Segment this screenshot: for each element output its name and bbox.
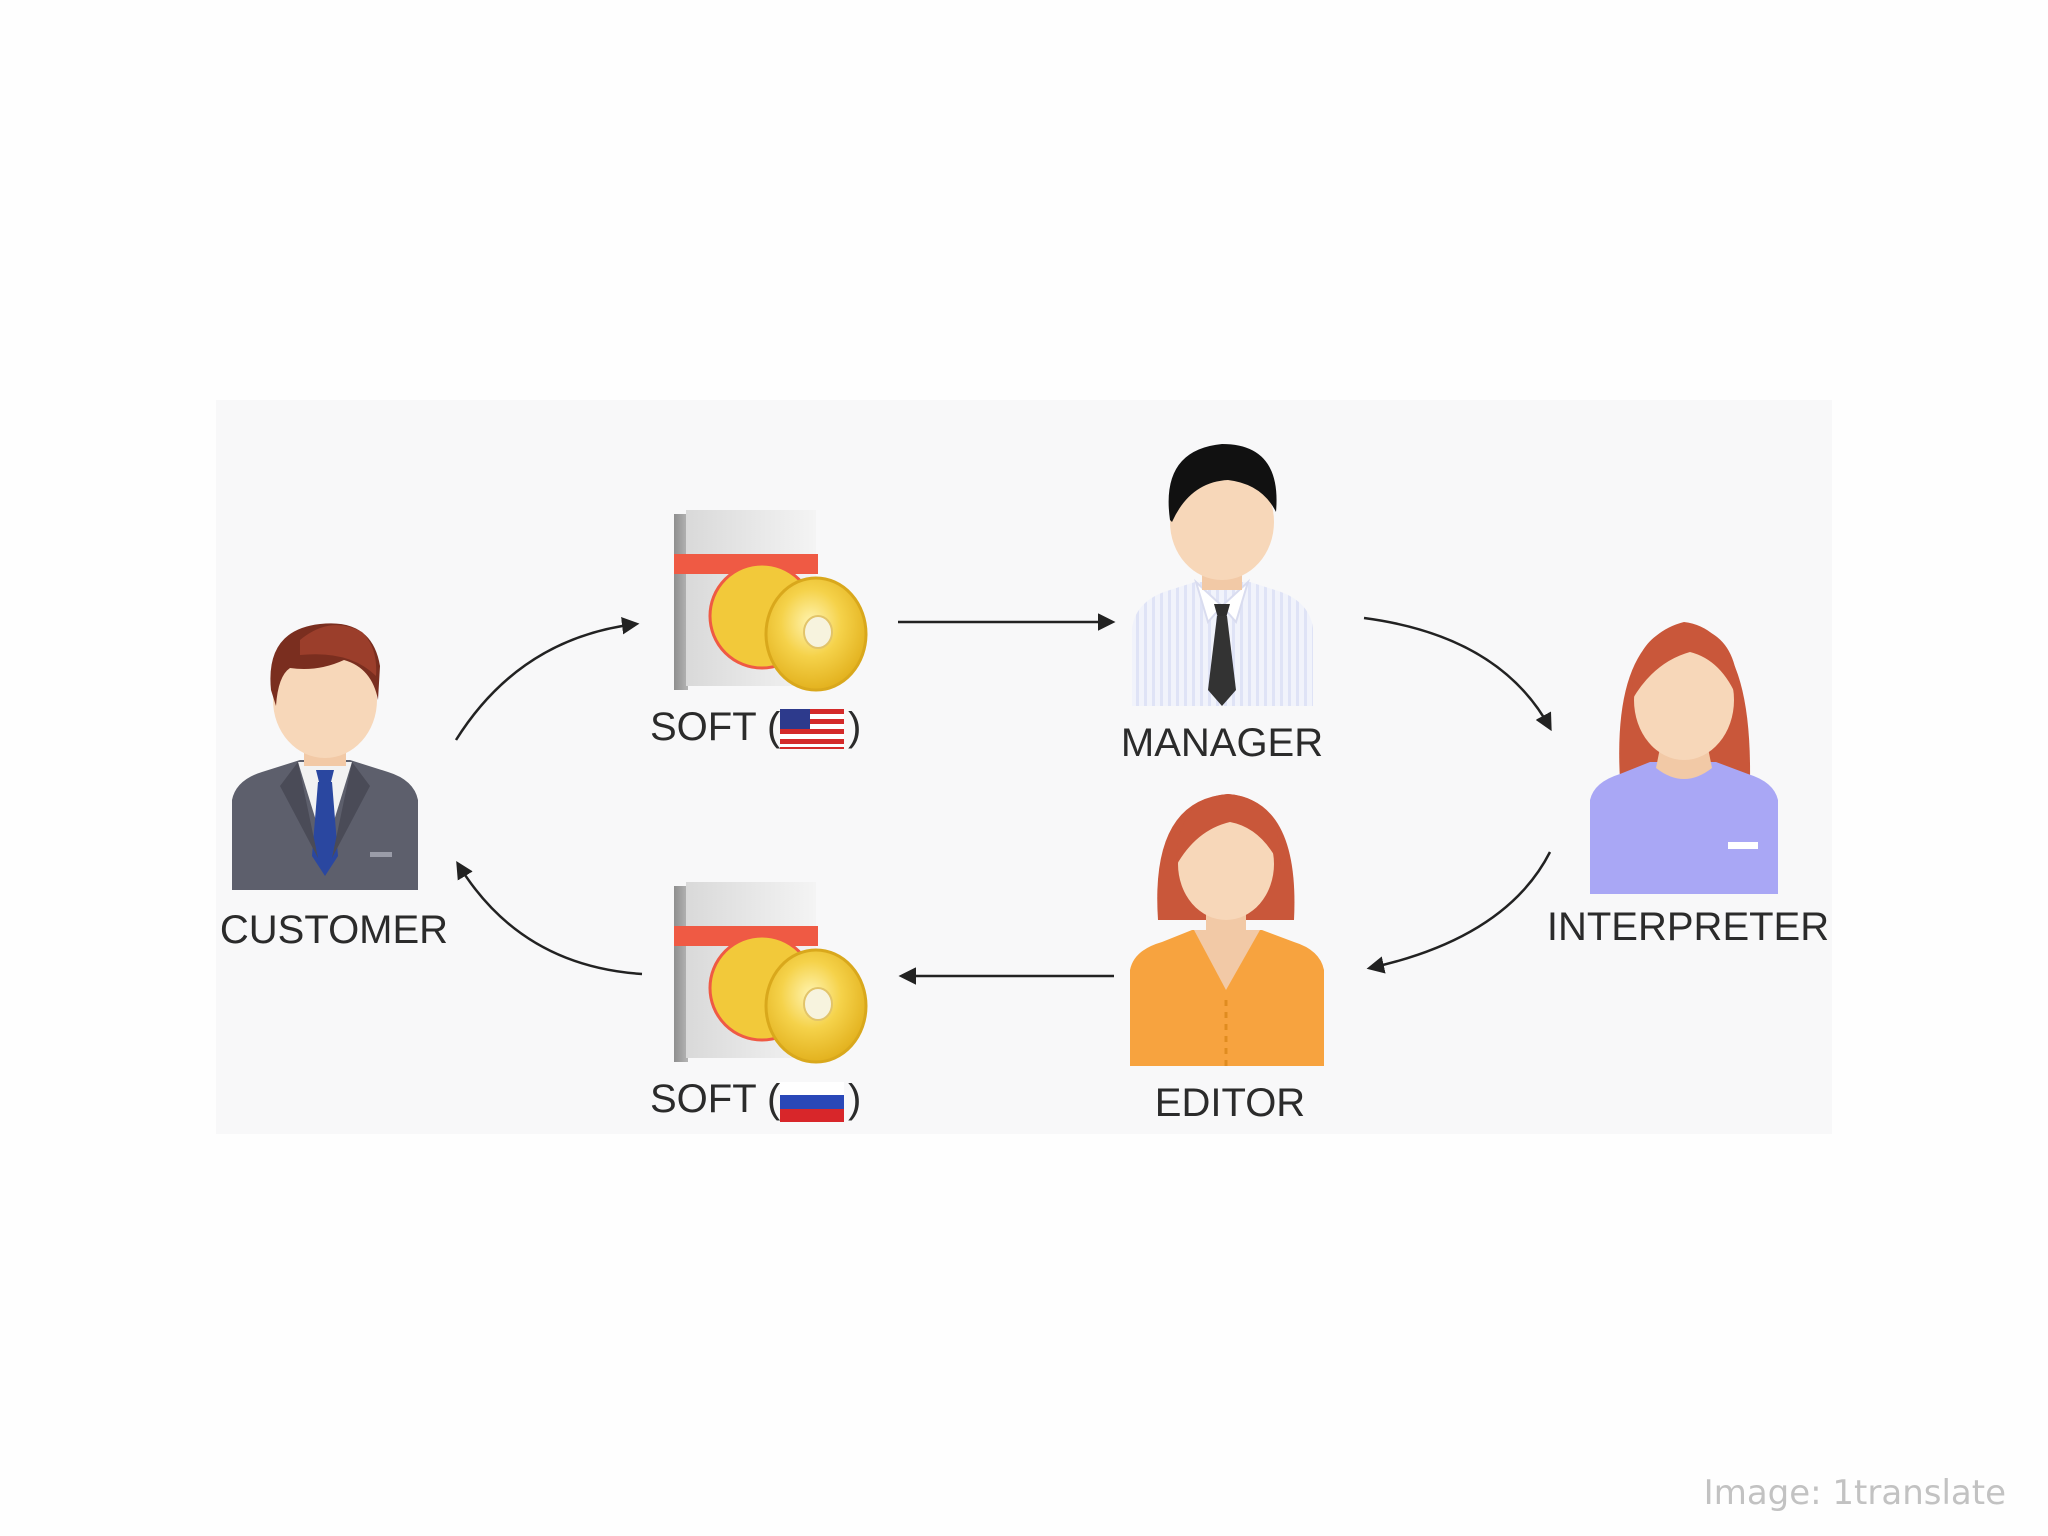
soft-source-label: SOFT (	[650, 705, 781, 749]
soft-target-node: SOFT ( )	[650, 882, 868, 1122]
arrow-customer-to-soft-source	[454, 616, 640, 741]
woman-editor-icon	[1130, 794, 1324, 1066]
soft-source-node: SOFT ( )	[650, 510, 868, 749]
manager-node: MANAGER	[1121, 444, 1323, 765]
arrow-manager-to-interpreter	[1363, 616, 1552, 732]
businessman-icon	[232, 623, 418, 890]
image-credit: Image: 1translate	[1704, 1473, 2006, 1513]
soft-target-label-close: )	[848, 1077, 861, 1121]
russia-flag-icon	[780, 1082, 844, 1122]
manager-label: MANAGER	[1121, 721, 1323, 765]
manager-icon	[1132, 444, 1313, 706]
interpreter-node: INTERPRETER	[1547, 622, 1829, 949]
soft-target-label: SOFT (	[650, 1077, 781, 1121]
customer-node: CUSTOMER	[220, 623, 448, 952]
diagram-panel	[216, 400, 1832, 1134]
editor-node: EDITOR	[1130, 794, 1324, 1125]
software-box-icon	[674, 882, 868, 1064]
interpreter-label: INTERPRETER	[1547, 905, 1829, 949]
customer-label: CUSTOMER	[220, 908, 448, 952]
arrow-interpreter-to-editor	[1366, 851, 1552, 974]
arrow-soft-target-to-customer	[456, 861, 643, 976]
woman-interpreter-icon	[1590, 622, 1778, 894]
soft-source-label-close: )	[848, 705, 861, 749]
us-flag-icon	[780, 709, 844, 749]
editor-label: EDITOR	[1155, 1081, 1305, 1125]
software-box-icon	[674, 510, 868, 692]
